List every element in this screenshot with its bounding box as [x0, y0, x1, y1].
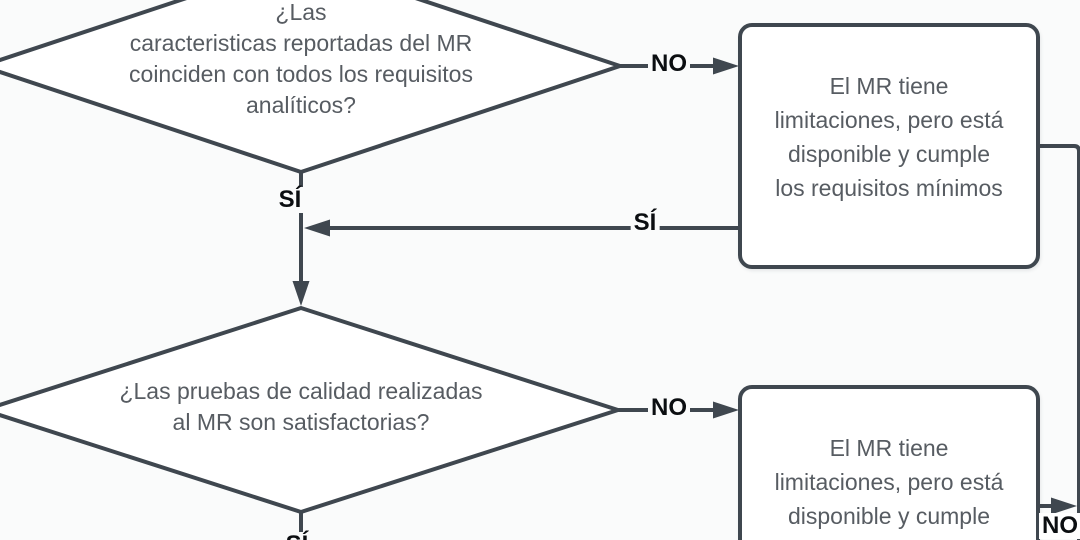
edge-label-decision2-si: SÍ	[282, 532, 312, 540]
outcome2-line: los requisitos mínimos	[744, 533, 1034, 540]
arrowhead-into-decision2	[292, 281, 310, 306]
decision-diamond-2	[0, 306, 620, 514]
edge-label-decision1-no: NO	[648, 51, 690, 77]
outcome-box-1: El MR tiene limitaciones, pero está disp…	[738, 23, 1040, 269]
outcome-box-2: El MR tiene limitaciones, pero está disp…	[738, 385, 1040, 540]
edge-label-decision2-no: NO	[648, 395, 690, 421]
edge-label-decision1-si: SÍ	[275, 187, 305, 213]
arrowhead-into-outcome1	[713, 57, 739, 75]
outcome1-line: limitaciones, pero está	[774, 107, 1004, 133]
edge-label-outcome1-si: SÍ	[630, 210, 660, 236]
outcome1-text: El MR tiene limitaciones, pero está disp…	[744, 27, 1034, 205]
outcome2-text: El MR tiene limitaciones, pero está disp…	[744, 389, 1034, 540]
arrowhead-outcome2-no-right	[1051, 497, 1077, 515]
outcome2-line: disponible y cumple	[787, 503, 990, 529]
outcome1-line: El MR tiene	[829, 73, 949, 99]
arrowhead-into-outcome2	[713, 401, 739, 419]
outcome1-line: los requisitos mínimos	[775, 175, 1003, 201]
connector-outcome1-no-down	[1038, 144, 1080, 540]
arrowhead-outcome1-si-left	[304, 219, 330, 237]
edge-label-outcome2-no: NO	[1039, 513, 1080, 539]
decision-diamond-1	[0, 0, 622, 174]
outcome1-line: disponible y cumple	[787, 141, 990, 167]
outcome2-line: limitaciones, pero está	[774, 469, 1004, 495]
outcome2-line: El MR tiene	[829, 435, 949, 461]
